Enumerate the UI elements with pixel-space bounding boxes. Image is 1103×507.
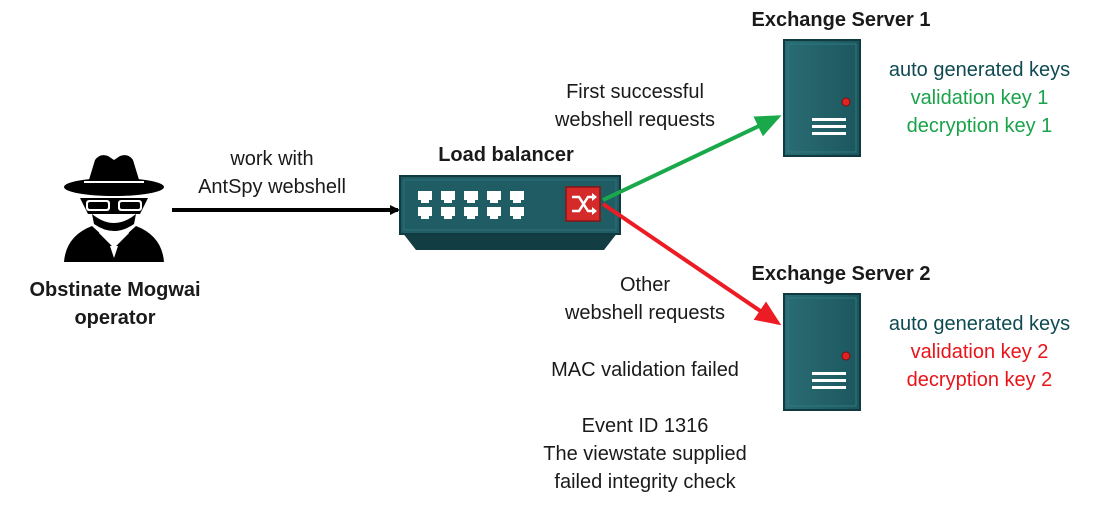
flow-label-antspy: work with AntSpy webshell [182,145,362,201]
flow-label-first-requests: First successful webshell requests [520,78,750,134]
flow-label-first-line1: First successful [566,81,704,103]
flow-label-antspy-line2: AntSpy webshell [198,176,346,198]
actor-name-line1: Obstinate Mogwai [29,279,201,301]
flow-label-antspy-line1: work with [230,148,314,170]
server-2-keys: auto generated keys validation key 2 dec… [862,310,1097,394]
server-2-decryption-key: decryption key 2 [906,369,1053,391]
server-2-validation-key: validation key 2 [910,341,1049,363]
spy-icon [64,155,164,262]
server-2-icon [783,293,861,411]
server-2-title: Exchange Server 2 [751,263,931,285]
flow-label-other-line1: Other [619,274,671,296]
server-1-keys: auto generated keys validation key 1 dec… [862,56,1097,140]
flow-label-other-requests: Other webshell requests [530,271,760,327]
server-1-keys-heading: auto generated keys [888,59,1071,81]
server-1-validation-key: validation key 1 [910,87,1049,109]
flow-label-first-line2: webshell requests [554,109,716,131]
server-1-icon [783,39,861,157]
event-1316-message: Event ID 1316 The viewstate supplied fai… [500,412,790,496]
event-line3: failed integrity check [554,471,736,493]
event-line2: The viewstate supplied [543,443,747,465]
actor-name: Obstinate Mogwai operator [5,276,225,332]
mac-validation-failed: MAC validation failed [551,359,739,381]
flow-label-other-line2: webshell requests [564,302,726,324]
event-id: Event ID 1316 [581,415,709,437]
load-balancer-title: Load balancer [438,144,574,166]
network-switch-icon [399,175,621,250]
arrow-lb-to-server-2 [601,202,782,326]
server-1-title: Exchange Server 1 [751,9,931,31]
server-2-keys-heading: auto generated keys [888,313,1071,335]
server-1-decryption-key: decryption key 1 [906,115,1053,137]
actor-name-line2: operator [74,307,156,329]
arrow-lb-to-server-1 [602,115,782,202]
